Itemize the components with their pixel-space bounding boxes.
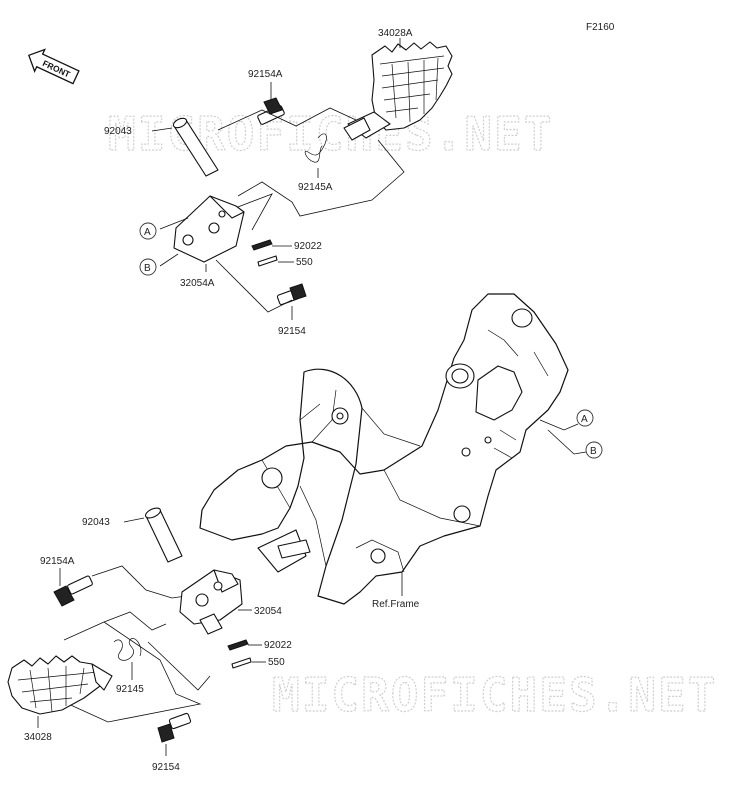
- ref-circle-a-frame: [576, 409, 594, 427]
- bolt-92154a-lower: [53, 575, 93, 607]
- label-92145: 92145: [116, 684, 144, 695]
- bolt-92154a-upper: [257, 97, 285, 125]
- label-550-lower: 550: [268, 657, 285, 668]
- label-92154a-lower: 92154A: [40, 556, 75, 567]
- label-92145a: 92145A: [298, 182, 333, 193]
- ref-circle-a-upper: [139, 222, 157, 240]
- bracket-32054: [179, 569, 243, 635]
- washer-92022-lower: [227, 639, 249, 651]
- footpeg-34028a: [343, 41, 453, 141]
- spring-92145a: [304, 133, 327, 163]
- cotter-550-upper: [257, 255, 278, 267]
- label-92043-lower: 92043: [82, 517, 110, 528]
- ref-circle-b-frame: [585, 441, 603, 459]
- front-arrow-icon: FRONT: [27, 48, 80, 85]
- cotter-550-lower: [231, 657, 252, 669]
- ref-a-frame: A: [581, 414, 588, 425]
- washer-92022-upper: [251, 239, 273, 251]
- label-92154-lower: 92154: [152, 762, 180, 773]
- label-92022-upper: 92022: [294, 241, 322, 252]
- pin-92043-upper: [172, 117, 219, 177]
- footpeg-34028: [7, 655, 113, 715]
- ref-a-upper: A: [144, 227, 151, 238]
- label-ref-frame: Ref.Frame: [372, 599, 420, 610]
- label-550-upper: 550: [296, 257, 313, 268]
- ref-b-frame: B: [590, 446, 597, 457]
- bracket-32054a: [173, 195, 245, 263]
- ref-b-upper: B: [144, 263, 151, 274]
- watermark-top: MICROFICHES.NET: [108, 107, 553, 161]
- frame-section: [199, 293, 569, 605]
- label-92022-lower: 92022: [264, 640, 292, 651]
- label-32054a: 32054A: [180, 278, 215, 289]
- watermark-bottom: MICROFICHES.NET: [272, 668, 717, 722]
- ref-circle-b-upper: [139, 258, 157, 276]
- bolt-92154-lower: [157, 712, 192, 743]
- diagram-code: F2160: [586, 22, 615, 33]
- spring-92145: [113, 638, 142, 661]
- label-92043-upper: 92043: [104, 126, 132, 137]
- pin-92043-lower: [145, 507, 183, 563]
- label-34028a: 34028A: [378, 28, 413, 39]
- label-34028: 34028: [24, 732, 52, 743]
- label-32054: 32054: [254, 606, 282, 617]
- bolt-92154-upper: [276, 283, 307, 306]
- label-92154-upper: 92154: [278, 326, 306, 337]
- label-92154a-upper: 92154A: [248, 69, 283, 80]
